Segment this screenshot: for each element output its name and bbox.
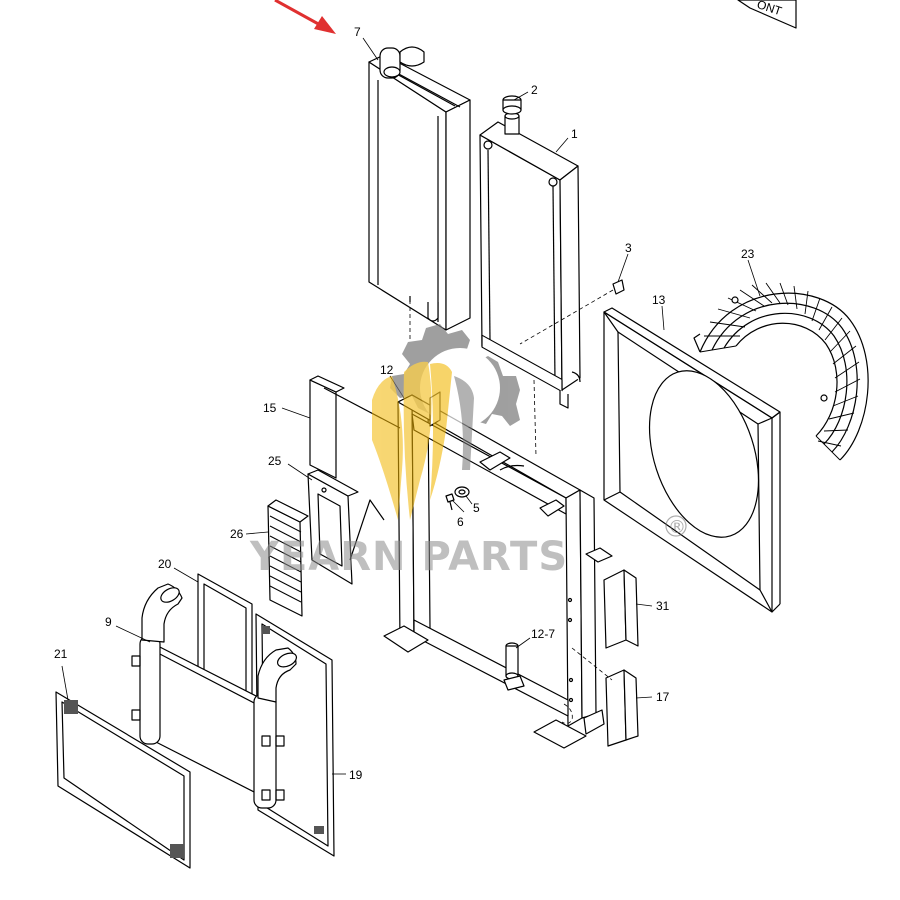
red-arrow-icon: [274, 0, 336, 34]
watermark: YEARN PARTS ®: [249, 324, 687, 580]
label-part-13: 13: [652, 293, 666, 307]
nut-part-5: [454, 486, 470, 498]
label-part-20: 20: [158, 557, 172, 571]
leader-lines: [61, 37, 761, 775]
label-part-17: 17: [656, 690, 670, 704]
label-part-3: 3: [625, 241, 632, 255]
label-part-7: 7: [354, 25, 361, 39]
watermark-text: YEARN PARTS: [249, 534, 568, 580]
plate-part-15: [309, 375, 401, 479]
label-part-9: 9: [105, 615, 112, 629]
cooler-part-26: [267, 499, 385, 617]
bolt-part-12-7: [503, 642, 525, 691]
fan-shroud-part-13: [603, 307, 781, 613]
bracket-part-25: [307, 469, 359, 585]
part-labels: 7 2 1 3 23 13 12 15 25 6 5 26 20 9 31 12…: [54, 25, 755, 782]
watermark-registered-mark: ®: [668, 517, 686, 538]
cover-part-17: [605, 669, 639, 747]
label-part-15: 15: [263, 401, 277, 415]
cover-part-31: [603, 569, 639, 649]
gear-logo-icon: [372, 324, 520, 520]
label-part-31: 31: [656, 599, 670, 613]
label-part-2: 2: [531, 83, 538, 97]
label-part-26: 26: [230, 527, 244, 541]
label-part-12-7: 12-7: [531, 627, 555, 641]
label-part-12: 12: [380, 363, 394, 377]
label-part-21: 21: [54, 647, 68, 661]
label-part-19: 19: [349, 768, 363, 782]
bolt-part-6: [445, 493, 455, 511]
clip-part-3: [519, 279, 625, 345]
label-part-5: 5: [473, 501, 480, 515]
label-part-25: 25: [268, 454, 282, 468]
label-part-1: 1: [571, 127, 578, 141]
fan-guard-part-23: [693, 282, 869, 461]
label-part-6: 6: [457, 515, 464, 529]
intercooler-part-9: [131, 583, 298, 809]
radiator-part-1: [479, 95, 581, 409]
oil-cooler-part-7: [368, 46, 471, 331]
label-part-23: 23: [741, 247, 755, 261]
front-tag: ONT: [737, 0, 797, 29]
screen-part-21: [55, 691, 191, 869]
